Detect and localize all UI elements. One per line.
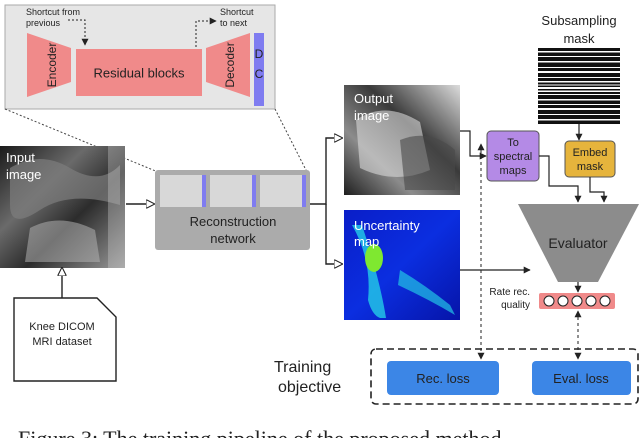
residual-blocks-label: Residual blocks xyxy=(93,65,185,80)
training-label-1: Training xyxy=(274,359,331,376)
input-image-label-2: image xyxy=(6,167,41,182)
rec-loss-box xyxy=(387,361,499,395)
dataset-label-1: Knee DICOM xyxy=(29,321,94,333)
encoder-block xyxy=(27,33,71,97)
rating-node-5 xyxy=(599,295,611,307)
rec-loss-label: Rec. loss xyxy=(416,371,470,386)
subsampling-mask xyxy=(538,48,620,124)
eval-loss-label: Eval. loss xyxy=(553,371,609,386)
dc-label-d: D xyxy=(255,47,264,61)
training-label-2: objective xyxy=(278,379,341,396)
mask-label-2: mask xyxy=(563,31,595,46)
training-objective-box xyxy=(370,348,639,405)
dc-label-c: C xyxy=(255,67,264,81)
shortcut-to-label-2: to next xyxy=(220,18,248,28)
dataset-document xyxy=(13,297,117,382)
evaluator-block xyxy=(518,204,639,282)
uncertainty-highlight-1 xyxy=(352,225,386,318)
output-image-label-2: image xyxy=(354,108,389,123)
cascade-dc-3 xyxy=(302,175,306,207)
spectral-label-2: spectral xyxy=(494,151,533,163)
zoom-line-right xyxy=(274,108,308,173)
network-to-output-arrow xyxy=(310,138,342,205)
dc-block xyxy=(254,33,264,106)
decoder-label: Decoder xyxy=(223,42,237,87)
network-to-uncertainty-arrow xyxy=(325,204,342,264)
input-image-texture xyxy=(10,159,120,219)
cascade-dc-2 xyxy=(252,175,256,207)
rating-node-3 xyxy=(571,295,583,307)
rating-node-2 xyxy=(557,295,569,307)
input-image-label-1: Input xyxy=(6,150,35,165)
spectral-label-1: To xyxy=(507,137,519,149)
embed-to-evaluator-arrow xyxy=(589,177,608,203)
shortcut-to-label-1: Shortcut xyxy=(220,7,254,17)
mask-label-1: Subsampling xyxy=(541,13,616,28)
rate-label-2: quality xyxy=(501,300,530,311)
residual-blocks xyxy=(76,49,202,96)
embed-label-1: Embed xyxy=(573,147,608,159)
uncertainty-highlight-3 xyxy=(398,270,455,315)
cascade-block-2 xyxy=(210,175,254,207)
rating-node-4 xyxy=(585,295,597,307)
spectral-label-3: maps xyxy=(500,165,527,177)
dataset-label-2: MRI dataset xyxy=(32,336,91,348)
output-image-label-1: Output xyxy=(354,91,393,106)
evaluator-label: Evaluator xyxy=(548,235,607,251)
uncertainty-label-1: Uncertainty xyxy=(354,218,420,233)
reconstruction-label-2: network xyxy=(210,231,256,246)
shortcut-from-arrow xyxy=(68,19,89,46)
output-image-texture-2 xyxy=(400,135,455,190)
eval-loss-box xyxy=(532,361,631,395)
decoder-block xyxy=(206,33,250,97)
cascade-block-3 xyxy=(260,175,304,207)
encoder-label: Encoder xyxy=(45,43,59,88)
zoom-line-left xyxy=(4,108,159,173)
uncertainty-label-2: map xyxy=(354,234,379,249)
cascade-dc-1 xyxy=(202,175,206,207)
shortcut-from-label-2: previous xyxy=(26,18,61,28)
shortcut-from-label-1: Shortcut from xyxy=(26,7,80,17)
reconstruction-label-1: Reconstruction xyxy=(190,214,277,229)
rate-label-1: Rate rec. xyxy=(489,287,530,298)
input-image-texture-2 xyxy=(25,220,100,262)
spectral-to-evaluator-arrow xyxy=(539,155,582,203)
embed-label-2: mask xyxy=(577,161,604,173)
shortcut-to-arrow xyxy=(195,17,217,47)
input-image-edge xyxy=(108,146,125,268)
rating-node-1 xyxy=(543,295,555,307)
figure-caption: Figure 3: The training pipeline of the p… xyxy=(18,426,507,438)
uncertainty-highlight-2 xyxy=(365,244,383,272)
cascade-block-1 xyxy=(160,175,204,207)
output-to-spectral-arrow xyxy=(460,130,487,160)
